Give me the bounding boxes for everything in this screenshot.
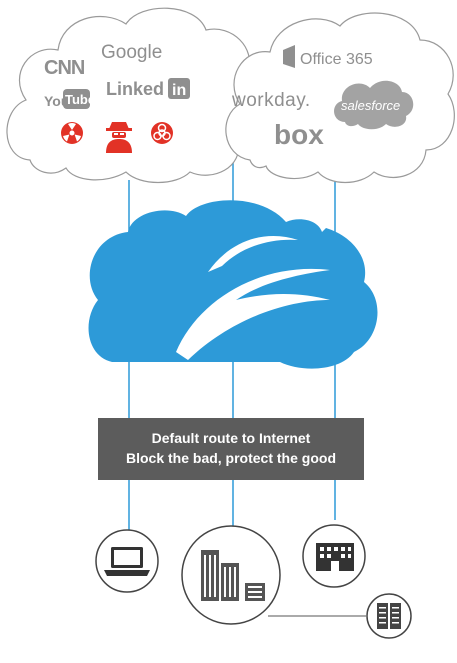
google-logo: Google bbox=[101, 42, 162, 63]
salesforce-cloud-shape bbox=[334, 80, 414, 130]
office365-text: Office 365 bbox=[300, 51, 373, 68]
linkedin-in-box bbox=[168, 78, 190, 99]
office365-logo: Office 365 bbox=[283, 45, 373, 68]
banner-line-2: Block the bad, protect the good bbox=[125, 450, 336, 466]
laptop-node bbox=[95, 529, 159, 593]
branch-offices-node bbox=[181, 525, 281, 625]
datacenter-node bbox=[366, 593, 412, 639]
linkedin-text: Linked bbox=[106, 79, 164, 99]
linkedin-in-text: in bbox=[172, 82, 186, 99]
brand-cloud-logo bbox=[88, 200, 378, 369]
salesforce-text: salesforce bbox=[341, 98, 400, 113]
banner-line-1: Default route to Internet bbox=[151, 430, 311, 446]
workday-logo: workday. bbox=[231, 90, 311, 111]
default-route-banner: Default route to Internet Block the bad,… bbox=[98, 418, 364, 480]
internet-cloud: CNN Google You Tube Linked in bbox=[6, 7, 261, 183]
saas-cloud: Office 365 workday. salesforce box bbox=[225, 12, 455, 183]
headquarters-node bbox=[302, 524, 366, 588]
youtube-tube-text: Tube bbox=[65, 92, 95, 107]
brand-cloud-shape bbox=[88, 200, 378, 369]
laptop-icon bbox=[104, 547, 150, 576]
salesforce-logo: salesforce bbox=[334, 80, 414, 130]
node-circle bbox=[366, 593, 412, 639]
radiation-icon bbox=[61, 122, 83, 144]
youtube-tube-box bbox=[63, 89, 90, 109]
brand-swoosh-lower bbox=[176, 268, 330, 360]
youtube-logo: You Tube bbox=[44, 89, 95, 109]
linkedin-logo: Linked in bbox=[106, 78, 190, 99]
datacenter-icon bbox=[377, 603, 401, 629]
box-logo: box bbox=[274, 119, 324, 150]
biohazard-icon bbox=[151, 122, 173, 144]
spy-icon bbox=[106, 122, 132, 153]
headquarters-building-icon bbox=[316, 543, 354, 571]
cnn-logo: CNN bbox=[44, 57, 85, 79]
brand-swoosh-upper bbox=[208, 235, 298, 272]
office-icon bbox=[283, 45, 295, 68]
branch-offices-icon bbox=[201, 550, 265, 601]
